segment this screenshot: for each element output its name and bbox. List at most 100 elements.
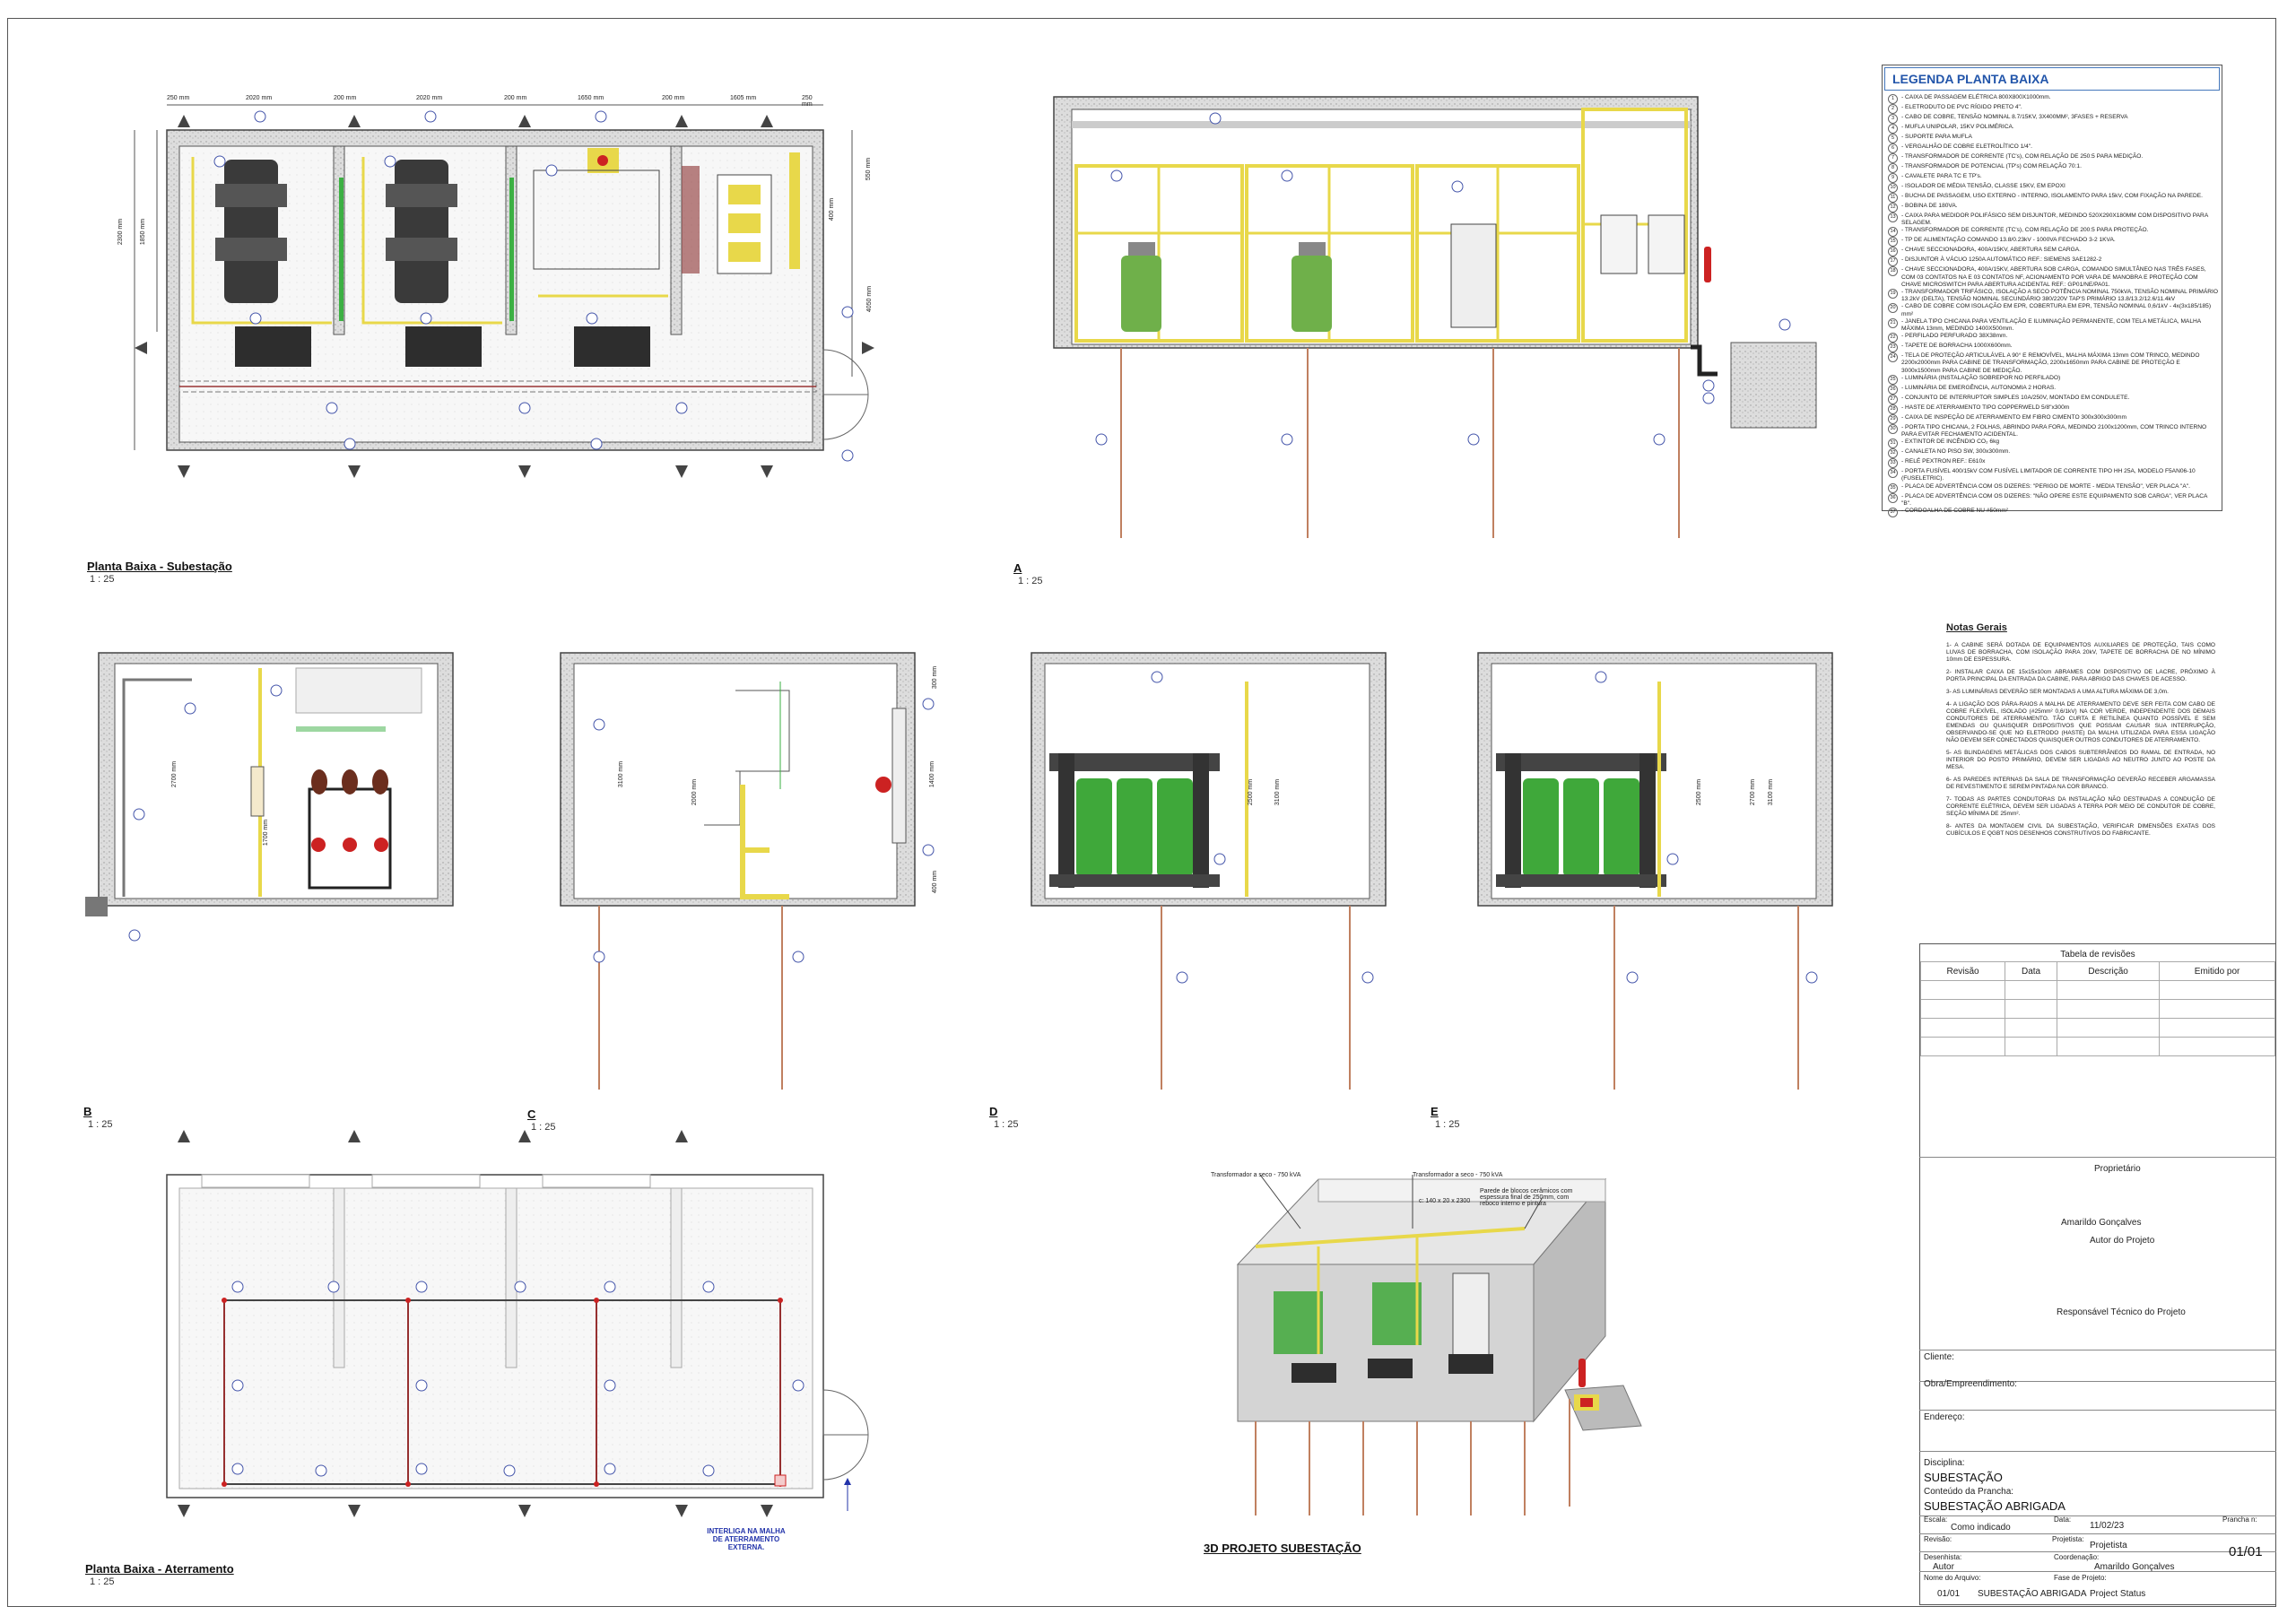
legend-item: 30- PORTA TIPO CHICANA, 2 FOLHAS, ABRIND…: [1888, 423, 2218, 439]
legend-item-number: 29: [1888, 413, 1898, 424]
notes-list: 1- A CABINE SERÁ DOTADA DE EQUIPAMENTOS …: [1946, 642, 2215, 838]
legend-item-number: 23: [1888, 343, 1898, 353]
legend-panel: LEGENDA PLANTA BAIXA 1- CAIXA DE PASSAGE…: [1882, 65, 2222, 518]
section-c-title: C: [527, 1107, 536, 1121]
legend-item: 10- ISOLADOR DE MÉDIA TENSÃO, CLASSE 15K…: [1888, 183, 2218, 193]
legend-item-number: 25: [1888, 374, 1898, 385]
section-c-scale: 1 : 25: [531, 1122, 556, 1133]
drawn-value: Autor: [1933, 1562, 1954, 1572]
legend-item-text: - BOBINA DE 180VA.: [1901, 203, 1958, 209]
section-b-title: B: [83, 1105, 92, 1118]
sheet-label: Prancha n:: [2222, 1515, 2257, 1524]
dim-text: 2000 mm: [691, 778, 699, 806]
legend-list: 1- CAIXA DE PASSAGEM ELÉTRICA 800X800X10…: [1888, 94, 2218, 518]
date-value: 11/02/23: [2090, 1521, 2125, 1531]
grounding-title: Planta Baixa - Aterramento: [85, 1562, 234, 1576]
legend-item: 15- TP DE ALIMENTAÇÃO COMANDO 13.8/0.23k…: [1888, 237, 2218, 248]
dim-text: 3100 mm: [618, 760, 625, 788]
dim-text: 2300 mm: [117, 218, 125, 246]
scale-label: Escala:: [1924, 1515, 1948, 1524]
legend-item-text: - ISOLADOR DE MÉDIA TENSÃO, CLASSE 15KV,…: [1901, 183, 2066, 189]
legend-item-text: - DISJUNTOR À VÁCUO 1250A AUTOMÁTICO REF…: [1901, 256, 2102, 264]
section-e-view: [1477, 652, 1833, 1090]
dim-text: 2020 mm: [246, 95, 273, 101]
note-item: 5- AS BLINDAGENS METÁLICAS DOS CABOS SUB…: [1946, 750, 2215, 770]
legend-item-number: 26: [1888, 384, 1898, 395]
section-e-title: E: [1431, 1105, 1439, 1118]
legend-item-text: - CHAVE SECCIONADORA, 400A/15KV, ABERTUR…: [1901, 266, 2206, 288]
legend-item: 9- CAVALETE PARA TC E TP's.: [1888, 173, 2218, 183]
legend-item-text: - CAIXA DE INSPEÇÃO DE ATERRAMENTO EM FI…: [1901, 413, 2126, 421]
dim-text: 550 mm: [865, 157, 873, 181]
dim-text: 1650 mm: [578, 95, 604, 101]
legend-item-text: - PERFILADO PERFURADO 38X38mm.: [1901, 333, 2008, 340]
legend-item-text: - CAVALETE PARA TC E TP's.: [1901, 173, 1982, 179]
legend-item: 29- CAIXA DE INSPEÇÃO DE ATERRAMENTO EM …: [1888, 413, 2218, 424]
date-label: Data:: [2054, 1515, 2072, 1524]
dim-text: 2700 mm: [1750, 778, 1757, 806]
dim-text: 3100 mm: [1768, 778, 1775, 806]
legend-item-number: 21: [1888, 317, 1898, 328]
dim-text: 3100 mm: [1274, 778, 1282, 806]
legend-item-number: 37: [1888, 508, 1898, 518]
3d-label-wall: Parede de blocos cerâmicos com espessura…: [1480, 1188, 1573, 1207]
legend-item-text: - CORDOALHA DE COBRE NU #50mm²: [1901, 508, 2009, 515]
grounding-scale: 1 : 25: [90, 1576, 115, 1587]
legend-item: 33- RELÉ PEXTRON REF.: E610x: [1888, 458, 2218, 469]
owner-label: Proprietário: [2094, 1164, 2141, 1174]
legend-item-text: - PLACA DE ADVERTÊNCIA COM OS DIZERES: "…: [1901, 482, 2190, 490]
grounding-interconnect-note: INTERLIGA NA MALHA DE ATERRAMENTO EXTERN…: [707, 1527, 786, 1551]
legend-item-text: - CAIXA DE PASSAGEM ELÉTRICA 800X800X100…: [1901, 94, 2051, 100]
phase-value: Project Status: [2090, 1589, 2146, 1599]
content-value: SUBESTAÇÃO ABRIGADA: [1924, 1499, 2066, 1513]
dim-text: 1400 mm: [929, 760, 936, 788]
dim-text: 1850 mm: [140, 218, 147, 246]
plan-view: [134, 104, 874, 478]
section-d-scale: 1 : 25: [994, 1119, 1019, 1130]
dim-text: 200 mm: [504, 95, 527, 101]
file-name: SUBESTAÇÃO ABRIGADA: [1978, 1589, 2087, 1599]
section-e-scale: 1 : 25: [1435, 1119, 1460, 1130]
legend-item: 21- JANELA TIPO CHICANA PARA VENTILAÇÃO …: [1888, 317, 2218, 333]
dim-text: 200 mm: [662, 95, 685, 101]
note-item: 6- AS PAREDES INTERNAS DA SALA DE TRANSF…: [1946, 777, 2215, 790]
legend-item-text: - JANELA TIPO CHICANA PARA VENTILAÇÃO E …: [1901, 317, 2201, 333]
legend-item-number: 12: [1888, 203, 1898, 213]
legend-item-text: - RELÉ PEXTRON REF.: E610x: [1901, 458, 1986, 465]
section-d-title: D: [989, 1105, 998, 1118]
phase-label: Fase de Projeto:: [2054, 1574, 2107, 1582]
legend-item-number: 7: [1888, 153, 1898, 163]
legend-item: 2- ELETRODUTO DE PVC RÍGIDO PRETO 4".: [1888, 104, 2218, 114]
callout-markers: [128, 110, 1818, 1477]
file-number: 01/01: [1937, 1589, 1961, 1599]
legend-item-number: 2: [1888, 104, 1898, 114]
dim-text: 250 mm: [802, 95, 813, 108]
legend-item-text: - BUCHA DE PASSAGEM, USO EXTERNO - INTER…: [1901, 193, 2203, 199]
legend-item: 19- TRANSFORMADOR TRIFÁSICO, ISOLAÇÃO A …: [1888, 289, 2218, 303]
plan-title: Planta Baixa - Subestação: [87, 560, 232, 573]
revisions-title: Tabela de revisões: [2060, 950, 2135, 960]
legend-item: 26- LUMINÁRIA DE EMERGÊNCIA, AUTONOMIA 2…: [1888, 384, 2218, 395]
content-label: Conteúdo da Prancha:: [1924, 1487, 2014, 1497]
legend-item-number: 22: [1888, 333, 1898, 343]
legend-item-text: - CABO DE COBRE, TENSÃO NOMINAL 8.7/15KV…: [1901, 114, 2128, 120]
legend-item-text: - TRANSFORMADOR DE CORRENTE (TC's), COM …: [1901, 227, 2149, 234]
dim-text: 400 mm: [829, 197, 836, 221]
general-notes: Notas Gerais 1- A CABINE SERÁ DOTADA DE …: [1946, 622, 2215, 843]
legend-item-text: - CABO DE COBRE COM ISOLAÇÃO EM EPR, COB…: [1901, 303, 2212, 317]
legend-item-text: - LUMINÁRIA DE EMERGÊNCIA, AUTONOMIA 2 H…: [1901, 384, 2057, 391]
legend-title: LEGENDA PLANTA BAIXA: [1884, 67, 2220, 91]
legend-item-text: - CAIXA PARA MEDIDOR POLIFÁSICO SEM DISJ…: [1901, 213, 2208, 227]
legend-item: 13- CAIXA PARA MEDIDOR POLIFÁSICO SEM DI…: [1888, 213, 2218, 227]
legend-item-number: 36: [1888, 492, 1898, 503]
sheet-value: 01/01: [2229, 1544, 2263, 1559]
dim-text: 400 mm: [932, 870, 939, 894]
legend-item: 6- VERGALHÃO DE COBRE ELETROLÍTICO 1/4".: [1888, 143, 2218, 153]
legend-item: 34- PORTA FUSÍVEL 400/15kV COM FUSÍVEL L…: [1888, 468, 2218, 482]
review-label: Revisão:: [1924, 1535, 1952, 1543]
legend-item-number: 10: [1888, 183, 1898, 193]
section-a-view: [1053, 96, 1817, 538]
legend-item: 31- EXTINTOR DE INCÊNDIO CO₂ 6kg: [1888, 439, 2218, 449]
legend-item: 1- CAIXA DE PASSAGEM ELÉTRICA 800X800X10…: [1888, 94, 2218, 104]
